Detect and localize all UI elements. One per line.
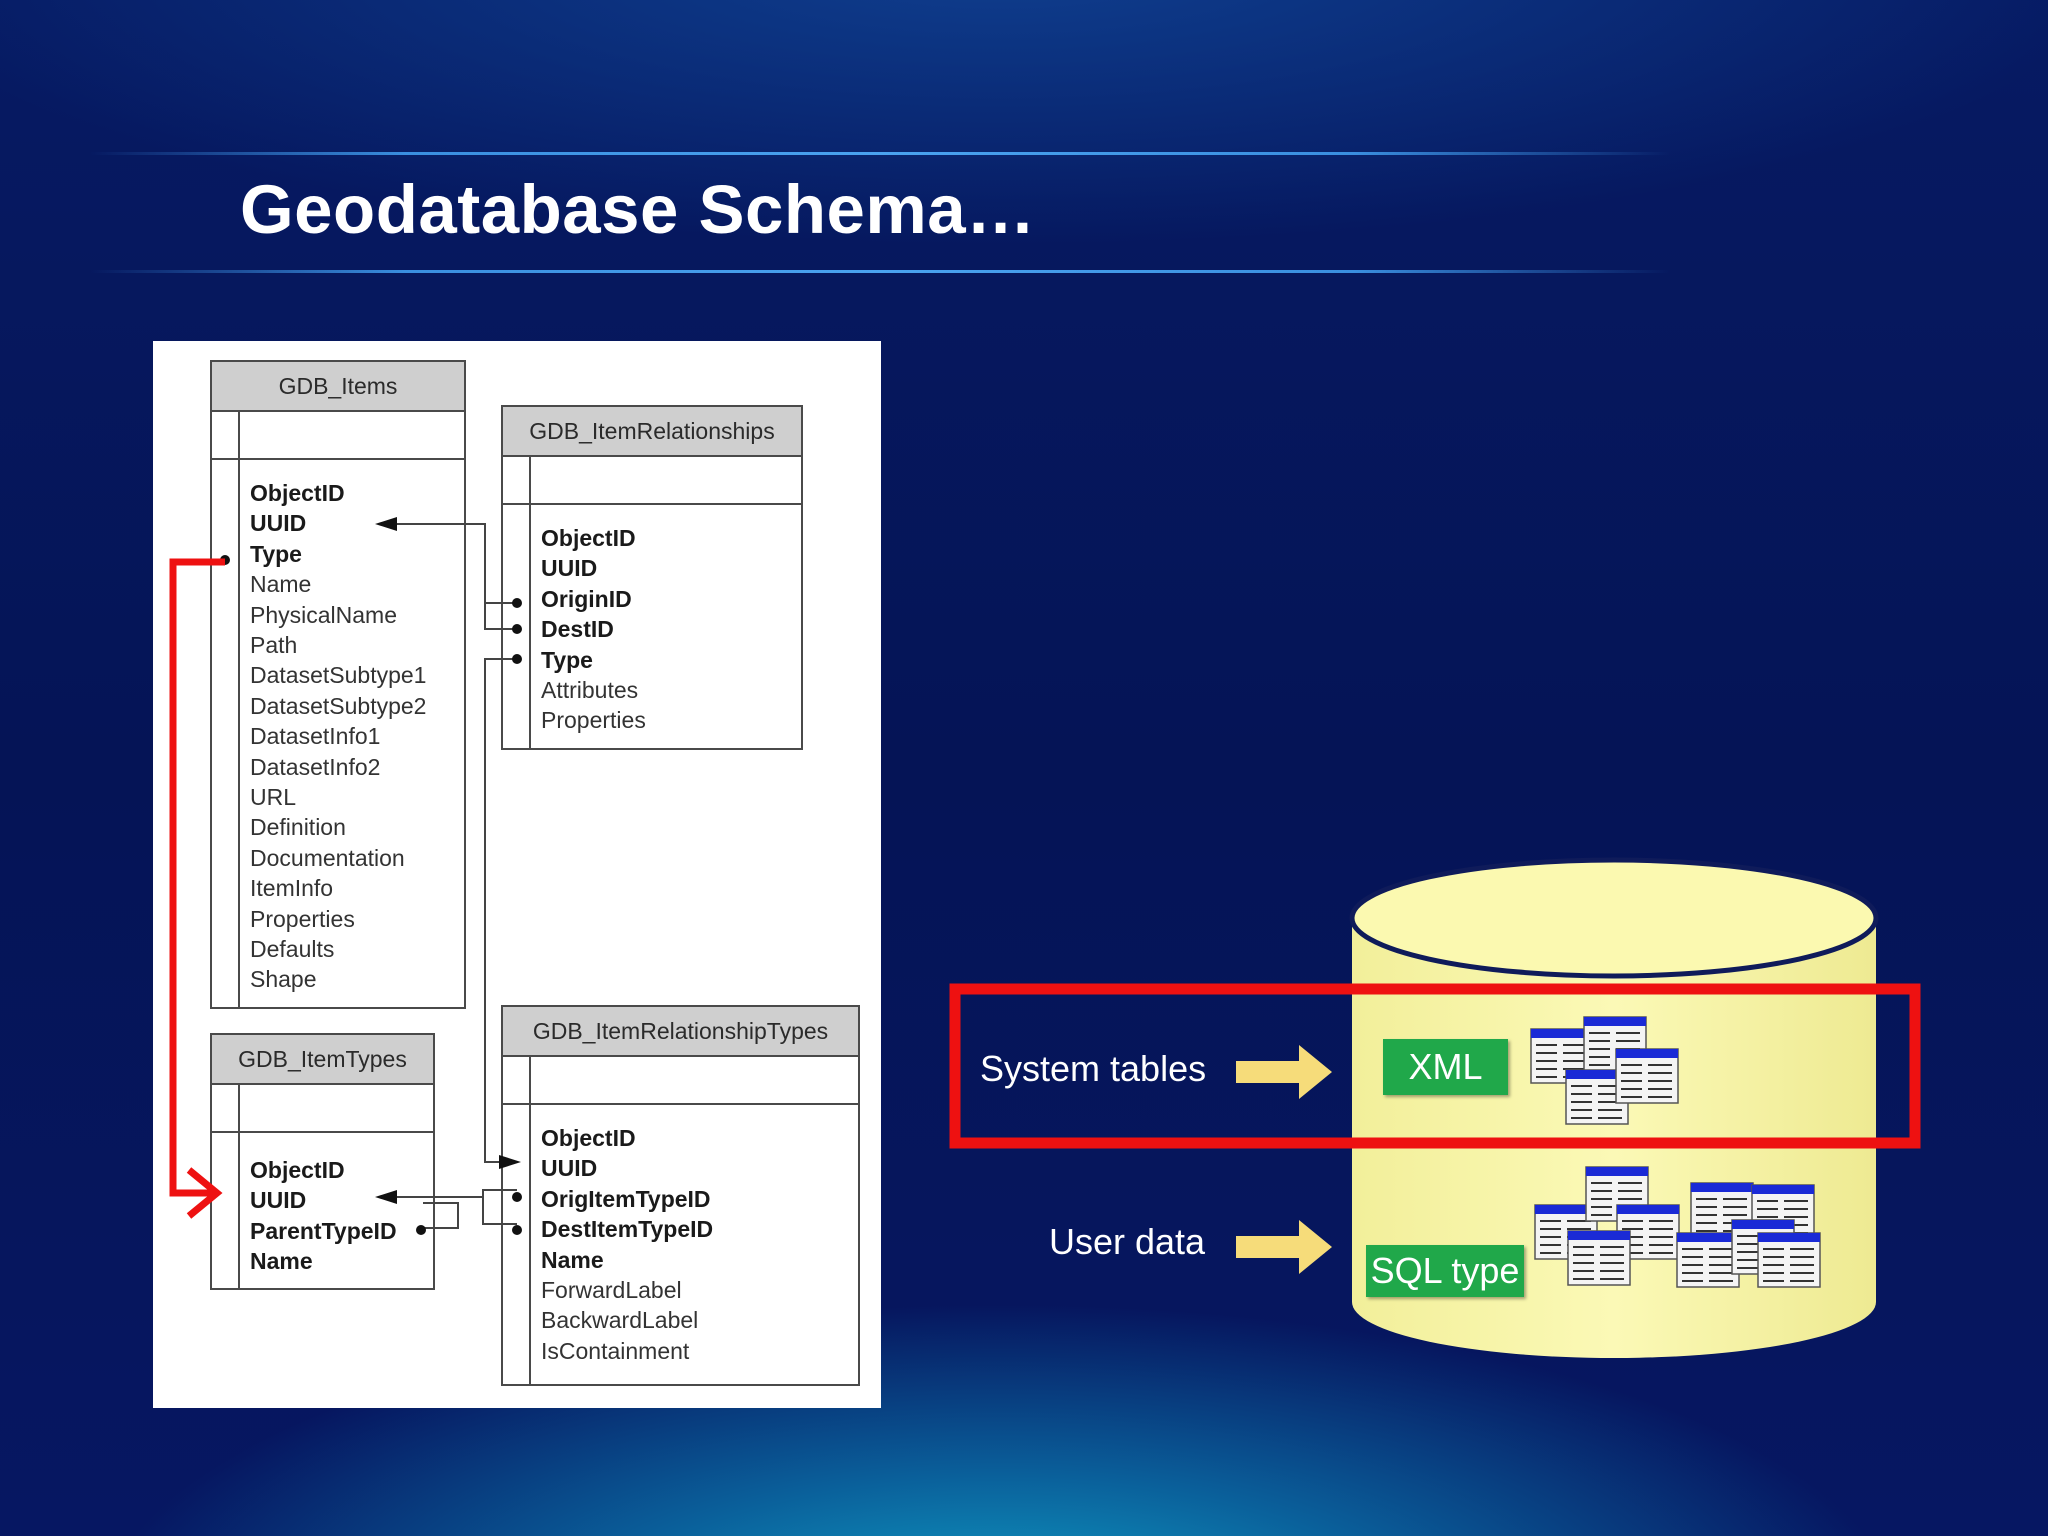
title-rule-bottom — [90, 270, 1670, 273]
table-field: ItemInfo — [250, 875, 334, 902]
title-rule-top — [90, 152, 1670, 155]
table-field: DatasetSubtype1 — [250, 662, 427, 689]
table-field: Type — [541, 646, 593, 673]
table-header: GDB_Items — [212, 362, 464, 412]
table-field: Properties — [541, 707, 646, 734]
table-field: ObjectID — [250, 480, 345, 506]
table-field: Name — [250, 1248, 313, 1275]
table-stack-icon — [1530, 1016, 1821, 1288]
table-key-row — [212, 412, 464, 460]
table-gdb-item-types: GDB_ItemTypes ObjectID UUID ParentTypeID Na… — [210, 1033, 435, 1290]
table-field: DatasetInfo2 — [250, 753, 381, 780]
table-icon — [1615, 1048, 1679, 1104]
table-field: Path — [250, 632, 298, 658]
arrow-right-icon — [1236, 1220, 1332, 1274]
table-field: Name — [250, 571, 312, 598]
table-field: ObjectID — [541, 525, 636, 551]
table-field: Type — [250, 540, 302, 567]
slide-title: Geodatabase Schema… — [240, 171, 1036, 248]
relationship-connectors — [169, 517, 522, 1235]
table-field: OrigItemTypeID — [541, 1185, 711, 1212]
table-field: ObjectID — [250, 1157, 345, 1183]
table-gdb-item-relationship-types: GDB_ItemRelationshipTypes ObjectID UUID Or… — [501, 1005, 860, 1386]
table-field: UUID — [541, 555, 598, 582]
table-icon — [1676, 1232, 1740, 1288]
table-field: UUID — [250, 510, 307, 537]
system-tables-label: System tables — [980, 1048, 1207, 1089]
table-field: DestItemTypeID — [541, 1216, 714, 1243]
arrow-right-icon — [1236, 1045, 1332, 1099]
table-field: Name — [541, 1246, 604, 1273]
table-field: Shape — [250, 966, 317, 993]
table-field: ForwardLabel — [541, 1277, 682, 1303]
table-header: GDB_ItemTypes — [212, 1035, 433, 1085]
table-field: BackwardLabel — [541, 1307, 699, 1334]
table-header: GDB_ItemRelationshipTypes — [503, 1007, 858, 1057]
red-highlight-arrow — [169, 558, 225, 1219]
xml-tag: XML — [1383, 1039, 1508, 1095]
table-field: UUID — [250, 1187, 307, 1214]
table-field: DatasetSubtype2 — [250, 692, 427, 719]
table-header: GDB_ItemRelationships — [503, 407, 801, 457]
table-field: Defaults — [250, 936, 335, 962]
user-data-label: User data — [1049, 1221, 1206, 1262]
table-field: DestID — [541, 616, 614, 643]
table-field: Attributes — [541, 677, 639, 703]
table-key-row — [503, 457, 801, 505]
table-key-row — [503, 1057, 858, 1105]
table-field: URL — [250, 784, 297, 810]
table-key-row — [212, 1085, 433, 1133]
table-field: ParentTypeID — [250, 1217, 397, 1244]
table-field: ObjectID — [541, 1125, 636, 1151]
table-field: OriginID — [541, 585, 632, 612]
table-field: DatasetInfo1 — [250, 723, 381, 750]
table-field: PhysicalName — [250, 601, 397, 628]
table-icon — [1567, 1230, 1631, 1286]
table-field: Definition — [250, 814, 346, 841]
table-field: IsContainment — [541, 1337, 690, 1364]
table-field: Documentation — [250, 844, 405, 871]
table-icon — [1757, 1232, 1821, 1288]
table-field: UUID — [541, 1155, 598, 1182]
sql-type-tag: SQL type — [1366, 1245, 1524, 1297]
table-field: Properties — [250, 905, 355, 932]
table-gdb-item-relationships: GDB_ItemRelationships ObjectID UUID Origin… — [501, 405, 803, 750]
table-icon — [1534, 1204, 1598, 1260]
system-tables-highlight — [949, 983, 1921, 1149]
